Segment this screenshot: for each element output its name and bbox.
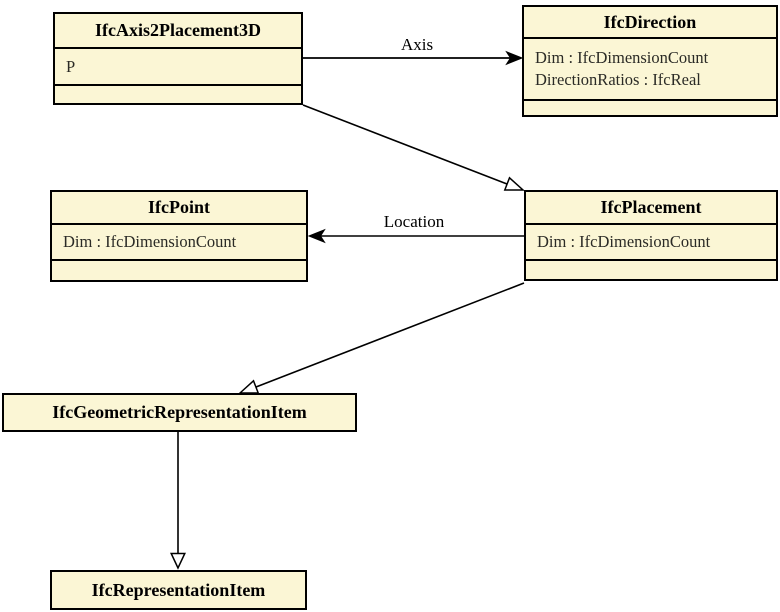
class-attributes: Dim : IfcDimensionCount — [52, 223, 306, 259]
class-attribute: Dim : IfcDimensionCount — [63, 232, 237, 251]
edge-label-axis: Axis — [400, 35, 434, 54]
class-node-ifcplacement: IfcPlacement Dim : IfcDimensionCount — [524, 190, 778, 281]
class-attribute: P — [66, 56, 76, 76]
class-node-ifcpoint: IfcPoint Dim : IfcDimensionCount — [50, 190, 308, 282]
edge-inheritance-axis2placement3d-placement — [302, 104, 525, 191]
class-title: IfcPlacement — [600, 197, 702, 217]
class-attributes: Dim : IfcDimensionCount DirectionRatios … — [524, 37, 776, 99]
class-node-ifcrepresentationitem: IfcRepresentationItem — [50, 570, 307, 610]
class-operations-empty — [55, 84, 301, 103]
class-title: IfcDirection — [603, 11, 697, 32]
class-node-ifcaxis2placement3d: IfcAxis2Placement3D P — [53, 12, 303, 105]
class-attribute: Dim : IfcDimensionCount — [535, 48, 709, 67]
class-attribute: Dim : IfcDimensionCount — [537, 232, 711, 251]
edge-label-location: Location — [383, 212, 445, 231]
class-title: IfcPoint — [148, 197, 210, 217]
edge-inheritance-placement-geometricrepresentationitem — [238, 282, 525, 394]
class-node-ifcgeometricrepresentationitem: IfcGeometricRepresentationItem — [2, 393, 357, 432]
edge-inheritance-geometricrepresentationitem-representationitem — [170, 432, 186, 570]
class-title: IfcAxis2Placement3D — [95, 20, 261, 40]
class-operations-empty — [524, 99, 776, 115]
class-attributes: P — [55, 47, 301, 84]
class-attributes: Dim : IfcDimensionCount — [526, 223, 776, 259]
class-node-ifcdirection: IfcDirection Dim : IfcDimensionCount Dir… — [522, 5, 778, 117]
class-operations-empty — [526, 259, 776, 279]
class-operations-empty — [52, 259, 306, 280]
class-title: IfcGeometricRepresentationItem — [52, 402, 307, 422]
class-title: IfcRepresentationItem — [91, 579, 266, 600]
class-attribute: DirectionRatios : IfcReal — [535, 70, 701, 89]
